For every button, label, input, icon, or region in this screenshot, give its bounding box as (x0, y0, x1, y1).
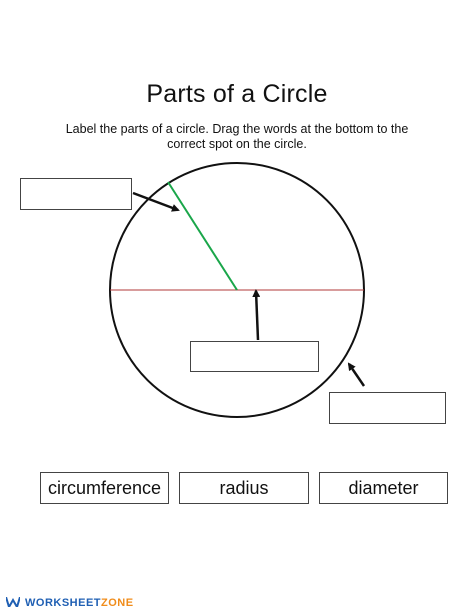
arrow-to-circumference (347, 362, 366, 387)
page-title: Parts of a Circle (146, 80, 328, 108)
arrow-to-diameter (252, 289, 261, 341)
radius-line (167, 181, 238, 291)
brand-footer: WORKSHEET ZONE (5, 596, 134, 610)
word-tile-diameter[interactable]: diameter (319, 472, 448, 504)
brand-name-part1: WORKSHEET (25, 597, 101, 609)
arrow-to-radius (132, 191, 180, 212)
brand-name-part2: ZONE (101, 597, 134, 609)
instructions-text: Label the parts of a circle. Drag the wo… (65, 122, 409, 151)
word-tile-radius[interactable]: radius (179, 472, 309, 504)
drop-zone-radius[interactable] (20, 178, 132, 210)
drop-zone-diameter[interactable] (190, 341, 319, 372)
worksheetzone-logo-icon (5, 596, 21, 610)
word-tile-circumference[interactable]: circumference (40, 472, 169, 504)
drop-zone-circumference[interactable] (329, 392, 446, 424)
